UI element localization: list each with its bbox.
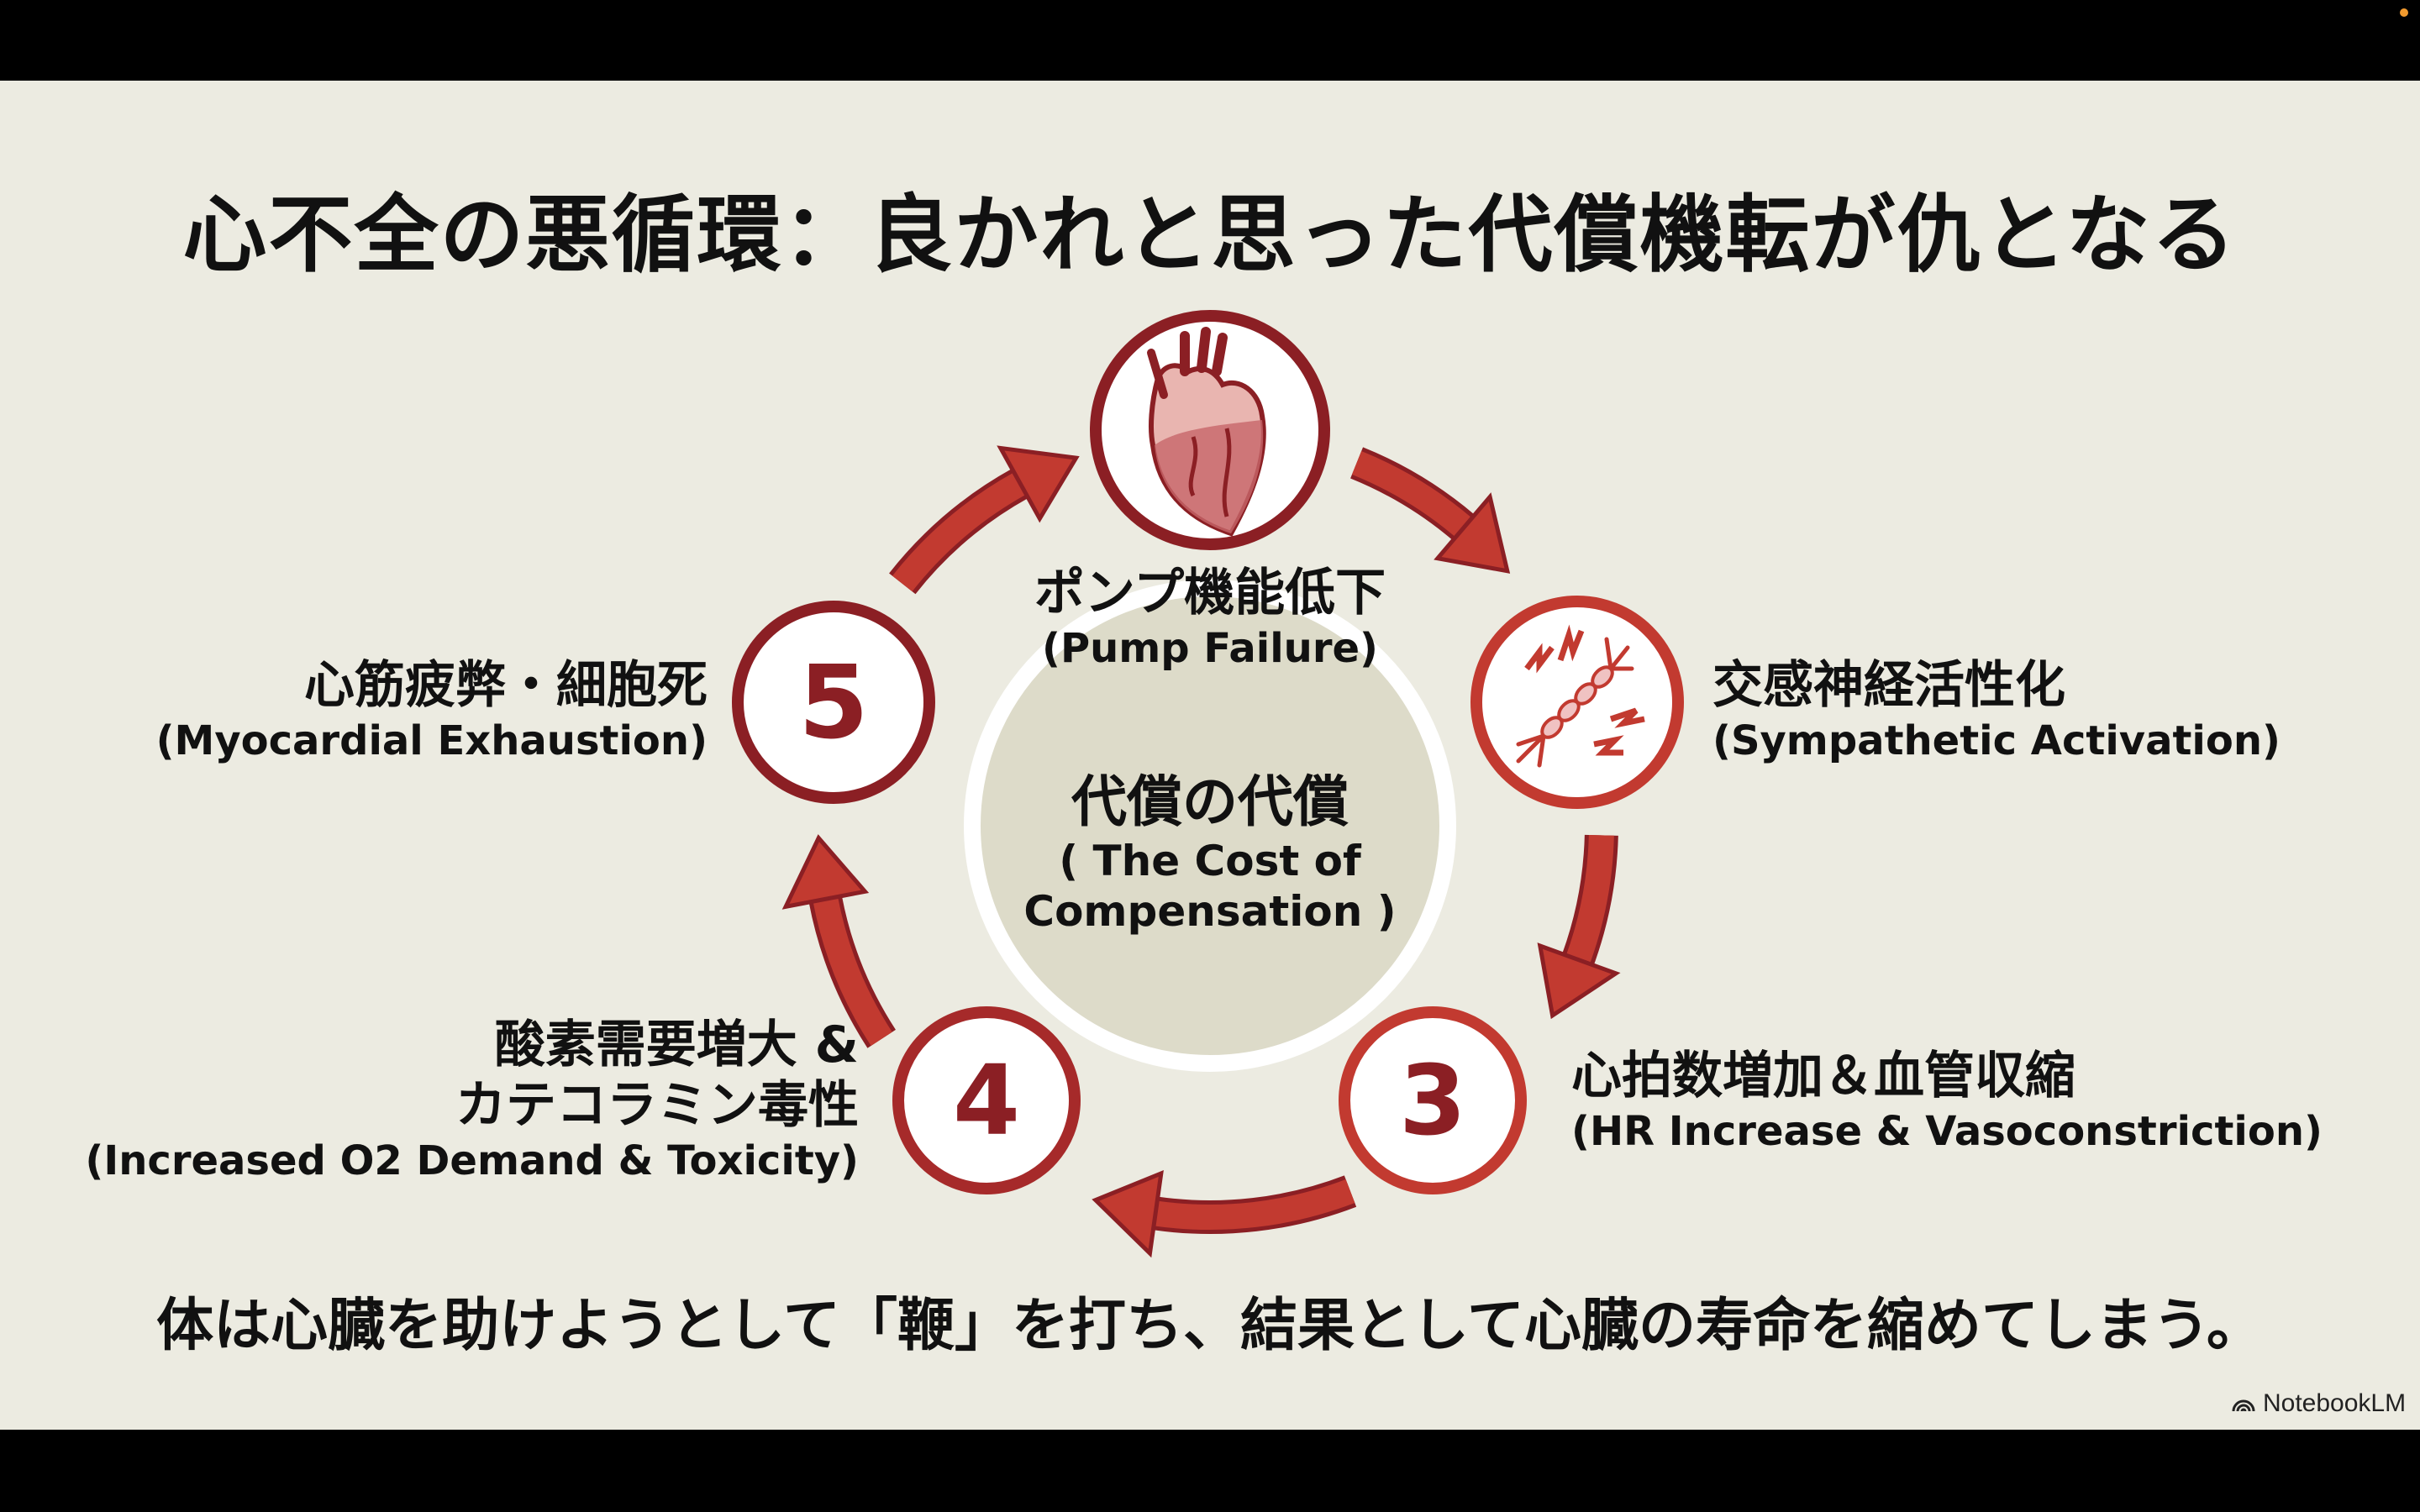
arrow-shaft: [813, 896, 892, 1046]
heart-icon: [1147, 327, 1266, 537]
center-label: 代償の代償 ( The Cost of Compensation ): [1023, 769, 1397, 936]
node-2-label: 交感神経活性化 (Sympathetic Activation): [1712, 656, 2281, 764]
nerve-lightning-icon: [1516, 624, 1645, 768]
status-dot: [2400, 8, 2408, 17]
node-5-label: 心筋疲弊・細胞死 (Myocardial Exhaustion): [155, 656, 708, 764]
node-4-label: 酸素需要増大 & カテコラミン毒性 (Increased O2 Demand &…: [85, 1016, 859, 1184]
arrow-head: [1092, 1169, 1164, 1258]
arrow-head: [1537, 942, 1621, 1020]
bottom-caption: 体は心臓を助けようとして「鞭」を打ち、結果として心臓の寿命を縮めてしまう。: [156, 1293, 2264, 1359]
arrow-shaft: [1351, 451, 1472, 538]
svg-text:3: 3: [1399, 1045, 1466, 1158]
cycle-arrows: [781, 445, 1621, 1258]
notebooklm-brand: NotebookLM: [2231, 1389, 2406, 1418]
center-circle: [964, 580, 1456, 1072]
node-4-o2-demand: 4: [892, 1006, 1081, 1194]
svg-text:4: 4: [953, 1045, 1020, 1158]
svg-text:5: 5: [798, 645, 869, 762]
arrow-head: [997, 445, 1080, 523]
node-1-label: ポンプ機能低下 (Pump Failure): [1034, 564, 1386, 672]
node-3-hr-increase: 3: [1339, 1006, 1527, 1194]
slide-title: 心不全の悪循環：良かれと思った代償機転が仇となる: [182, 186, 2238, 284]
arrow-shaft: [1565, 834, 1614, 964]
arrow-shaft: [892, 472, 1027, 592]
node-5-exhaustion: 5: [732, 601, 935, 804]
arrow-head: [1434, 492, 1511, 574]
notebooklm-logo-icon: [2232, 1399, 2255, 1412]
arrow-shaft: [1154, 1179, 1355, 1230]
arrow-head: [781, 834, 870, 910]
node-2-sympathetic: [1470, 596, 1684, 809]
node-1-pump-failure: [1090, 310, 1330, 550]
node-3-label: 心拍数増加＆血管収縮 (HR Increase & Vasoconstricti…: [1571, 1047, 2323, 1155]
